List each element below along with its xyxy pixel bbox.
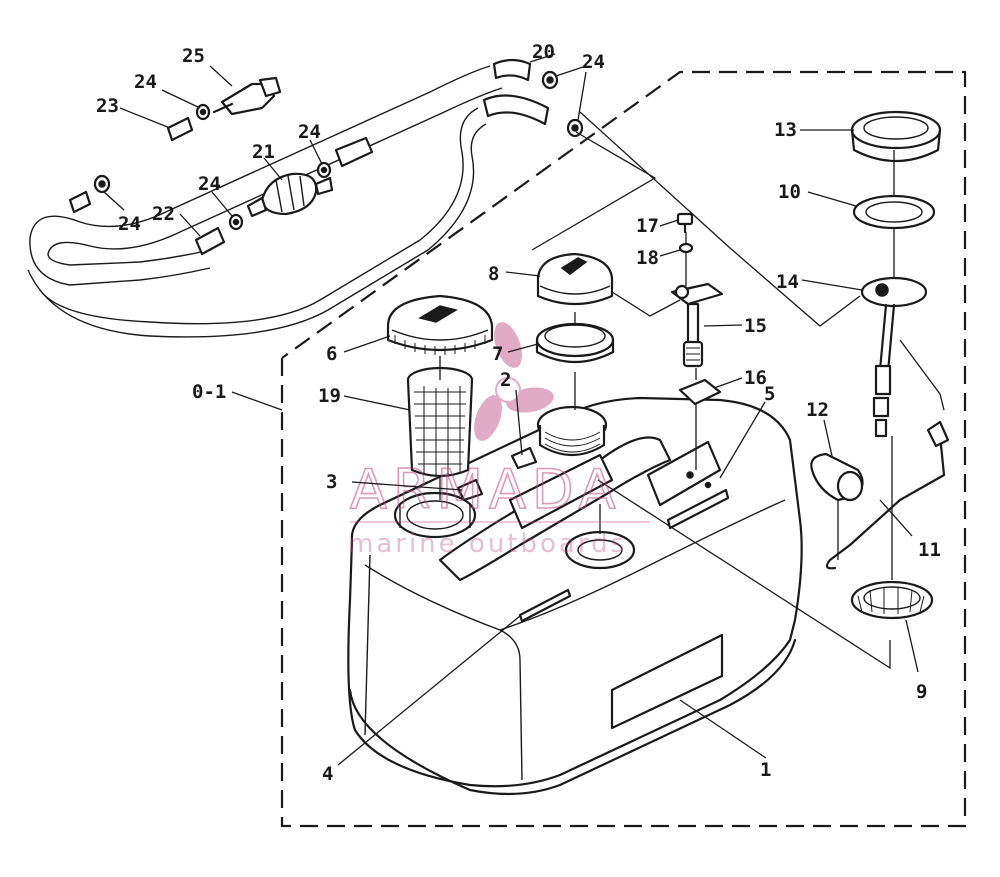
callout-2: 2 <box>500 369 511 391</box>
callout-1: 1 <box>760 759 771 781</box>
cap-13 <box>850 110 942 163</box>
hose-22 <box>194 213 244 256</box>
tank-filler-neck-center <box>564 530 636 570</box>
vent-15 <box>670 282 724 368</box>
cap-6 <box>386 294 494 355</box>
callout-12: 12 <box>806 399 829 421</box>
callout-18: 18 <box>636 247 659 269</box>
callout-23: 23 <box>96 95 119 117</box>
leader-lines <box>103 53 919 766</box>
assembly-label: 0-1 <box>192 381 226 403</box>
callout-10: 10 <box>778 181 801 203</box>
clamp-24-left <box>68 174 111 214</box>
callout-21: 21 <box>252 141 275 163</box>
callout-11: 11 <box>918 539 941 561</box>
assembly-boundary <box>280 70 967 828</box>
clamp-24-top <box>541 70 584 138</box>
callout-24-b: 24 <box>582 51 605 73</box>
label-2 <box>510 446 538 470</box>
callout-13: 13 <box>774 119 797 141</box>
callout-3: 3 <box>326 471 337 493</box>
gasket-16 <box>678 378 722 406</box>
float-12 <box>810 452 864 502</box>
washer-18 <box>678 242 694 254</box>
item-3-plate <box>456 478 484 502</box>
callout-4: 4 <box>322 763 333 785</box>
callout-5: 5 <box>764 383 775 405</box>
watermark-brand: ARMADA <box>350 458 622 521</box>
nut-ring-9 <box>850 580 934 620</box>
float-arm-11 <box>825 420 950 570</box>
watermark-logo-icon <box>474 322 554 441</box>
ring-7 <box>535 322 615 364</box>
callout-17: 17 <box>636 215 659 237</box>
primer-bulb-21 <box>246 172 334 218</box>
tank-filler-neck-left <box>393 491 477 539</box>
callout-22: 22 <box>152 203 175 225</box>
callout-9: 9 <box>916 681 927 703</box>
screw-17 <box>676 212 694 234</box>
callout-6: 6 <box>326 343 337 365</box>
callout-20: 20 <box>532 41 555 63</box>
hose-segment-right <box>316 136 374 179</box>
cap-8 <box>536 252 614 306</box>
callout-25: 25 <box>182 45 205 67</box>
watermark-tagline: marine outboards <box>348 529 627 559</box>
hose-part-20 <box>482 58 550 126</box>
callout-16: 16 <box>744 367 767 389</box>
callout-24-e: 24 <box>118 213 141 235</box>
callout-8: 8 <box>488 263 499 285</box>
tank-threaded-neck <box>536 405 608 456</box>
callout-24-a: 24 <box>134 71 157 93</box>
callout-7: 7 <box>492 343 503 365</box>
hose-23 <box>166 103 211 142</box>
callout-14: 14 <box>776 271 799 293</box>
fuel-hose <box>27 65 503 338</box>
connector-25 <box>212 76 282 116</box>
callout-15: 15 <box>744 315 767 337</box>
callout-24-c: 24 <box>298 121 321 143</box>
callout-24-d: 24 <box>198 173 221 195</box>
callout-19: 19 <box>318 385 341 407</box>
gasket-10 <box>852 194 936 230</box>
fuel-gauge-14 <box>860 276 928 438</box>
assembly-guide-lines <box>439 111 945 670</box>
callout-labels: 0-1 1 2 3 4 5 6 7 8 9 10 11 12 13 14 15 … <box>96 41 941 785</box>
watermark: ARMADA marine outboards <box>348 322 650 559</box>
